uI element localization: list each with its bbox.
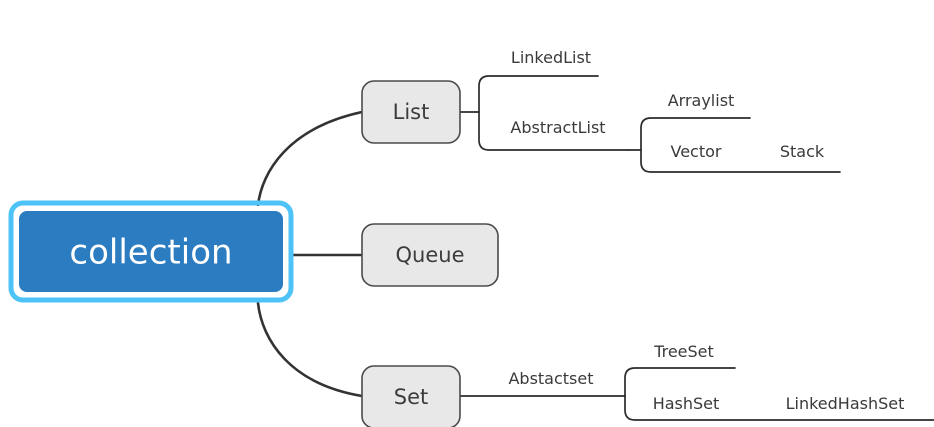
queue-node-box — [361, 223, 499, 287]
set-node-label: Set — [394, 385, 428, 409]
root-node-label: collection — [69, 233, 232, 273]
edge-root-to-set — [256, 301, 364, 398]
edge-root-to-list — [256, 110, 364, 207]
leaf-label-abstractlist: AbstractList — [510, 118, 605, 137]
root-node-white-border — [14, 206, 288, 297]
node-set[interactable]: Set — [361, 365, 461, 427]
leaf-label-linkedlist: LinkedList — [511, 48, 591, 67]
edge-abstactset-to-treeset — [624, 367, 736, 397]
edge-list-to-abstractlist — [478, 111, 629, 151]
leaf-label-stack: Stack — [780, 142, 825, 161]
root-node-glow-border — [8, 200, 294, 303]
leaf-label-abstactset: Abstactset — [508, 369, 593, 388]
edge-abstractlist-to-arraylist — [640, 117, 751, 151]
set-node-box — [361, 365, 461, 427]
node-list[interactable]: List — [361, 80, 461, 144]
edge-list-to-linkedlist — [478, 75, 599, 113]
queue-node-label: Queue — [396, 243, 465, 267]
edge-abstractlist-to-vector-stack — [640, 149, 841, 173]
root-node-fill — [19, 211, 283, 292]
edge-abstactset-to-hashset-linkedhashset — [624, 395, 934, 421]
leaf-label-hashset: HashSet — [653, 394, 720, 413]
node-collection[interactable]: collection — [8, 200, 294, 303]
list-node-box — [361, 80, 461, 144]
leaf-label-vector: Vector — [671, 142, 722, 161]
leaf-label-treeset: TreeSet — [653, 342, 714, 361]
list-node-label: List — [393, 100, 430, 124]
leaf-label-linkedhashset: LinkedHashSet — [786, 394, 905, 413]
leaf-label-arraylist: Arraylist — [668, 91, 735, 110]
node-queue[interactable]: Queue — [361, 223, 499, 287]
